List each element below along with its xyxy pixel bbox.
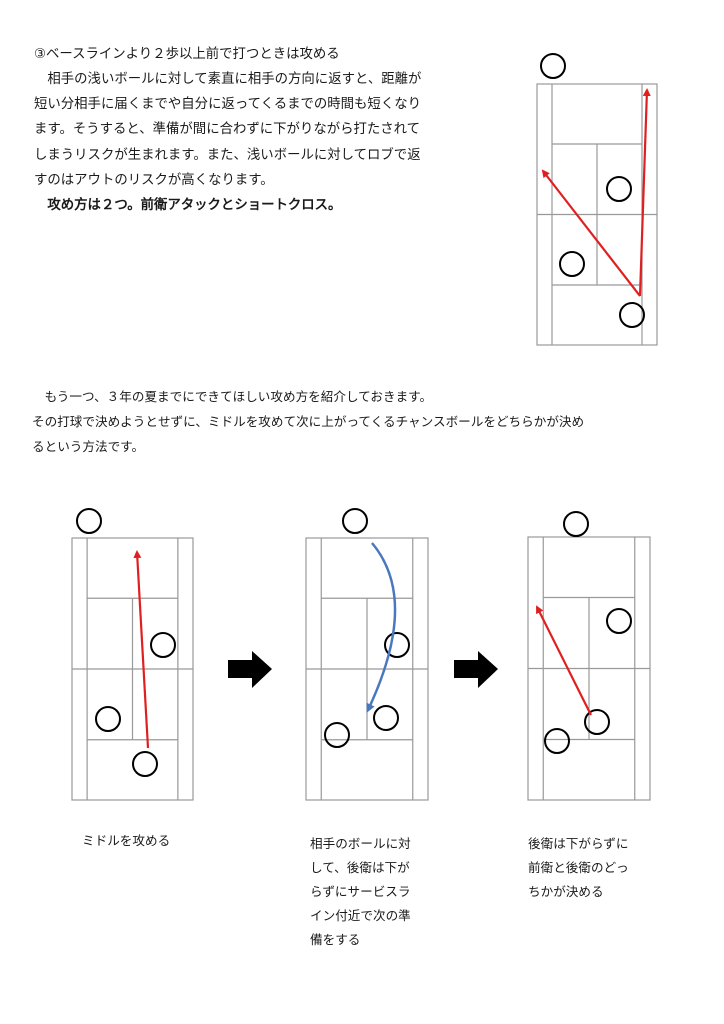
- player-circle: [95, 706, 121, 732]
- body-line: すのはアウトのリスクが高くなります。: [34, 173, 274, 188]
- shot-arrow: [133, 550, 150, 749]
- player-circle: [619, 302, 645, 328]
- body-line: ます。そうすると、準備が間に合わずに下がりながら打たされて: [34, 122, 421, 137]
- shot-arrow: [541, 169, 641, 297]
- player-circle: [606, 608, 632, 634]
- caption-line: 備をする: [310, 932, 361, 947]
- caption-line: ちかが決める: [528, 884, 604, 899]
- player-circle: [559, 251, 585, 277]
- player-circle: [563, 511, 589, 537]
- player-circle: [584, 709, 610, 735]
- caption-line: らずにサービスラ: [310, 884, 411, 899]
- caption-line: ミドルを攻める: [82, 833, 171, 848]
- caption-line: 後衛は下がらずに: [528, 836, 629, 851]
- player-circle: [132, 751, 158, 777]
- section-heading: ③ベースラインより２歩以上前で打つときは攻める: [34, 47, 340, 62]
- emphasis-line: 攻め方は２つ。前衛アタックとショートクロス。: [34, 198, 342, 213]
- caption-line: 前衛と後衛のどっ: [528, 860, 629, 875]
- player-circle: [540, 53, 566, 79]
- body-line: るという方法です。: [32, 439, 145, 454]
- body-line: もう一つ、３年の夏までにできてほしい攻め方を紹介しておきます。: [32, 389, 433, 404]
- lob-curve-arrow: [366, 542, 397, 713]
- step-arrow-icon: [228, 651, 272, 688]
- shot-arrow: [536, 605, 592, 716]
- player-circle: [373, 705, 399, 731]
- step-arrow-icon: [454, 651, 498, 688]
- shot-arrow: [638, 88, 651, 297]
- body-line: 短い分相手に届くまでや自分に返ってくるまでの時間も短くなり: [34, 97, 421, 112]
- body-line: 相手の浅いボールに対して素直に相手の方向に返すと、距離が: [34, 72, 422, 87]
- caption-line: 相手のボールに対: [310, 836, 411, 851]
- player-circle: [150, 632, 176, 658]
- player-circle: [544, 728, 570, 754]
- body-line: その打球で決めようとせずに、ミドルを攻めて次に上がってくるチャンスボールをどちら…: [32, 414, 585, 429]
- body-line: しまうリスクが生まれます。また、浅いボールに対してロブで返: [34, 148, 421, 163]
- caption-line: して、後衛は下が: [310, 860, 410, 875]
- player-circle: [384, 632, 410, 658]
- player-circle: [342, 508, 368, 534]
- player-circle: [324, 722, 350, 748]
- player-circle: [606, 176, 632, 202]
- caption-line: イン付近で次の準: [310, 908, 411, 923]
- player-circle: [76, 508, 102, 534]
